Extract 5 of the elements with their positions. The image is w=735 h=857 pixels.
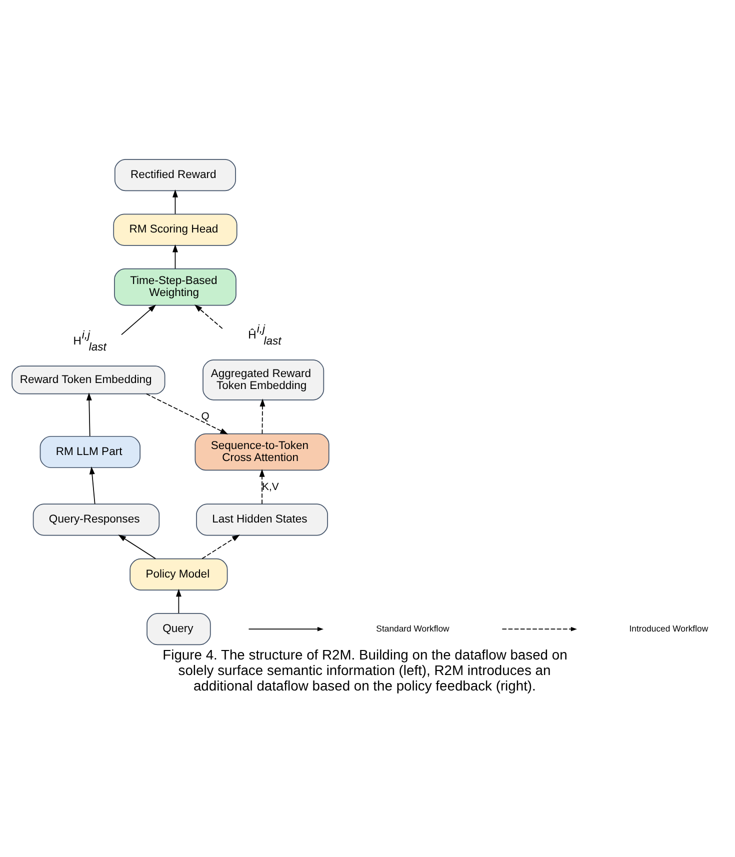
edge-label: K,V xyxy=(262,481,279,492)
legend-label: Introduced Workflow xyxy=(629,622,708,633)
legend-label: Standard Workflow xyxy=(376,622,450,633)
caption: Figure 4. The structure of R2M. Building on the dataflow based on solely surface semantic information (left), R2M introduces an additional dataflow based on the policy feedback (right). xyxy=(162,646,568,694)
edge-label: Q xyxy=(201,411,210,422)
